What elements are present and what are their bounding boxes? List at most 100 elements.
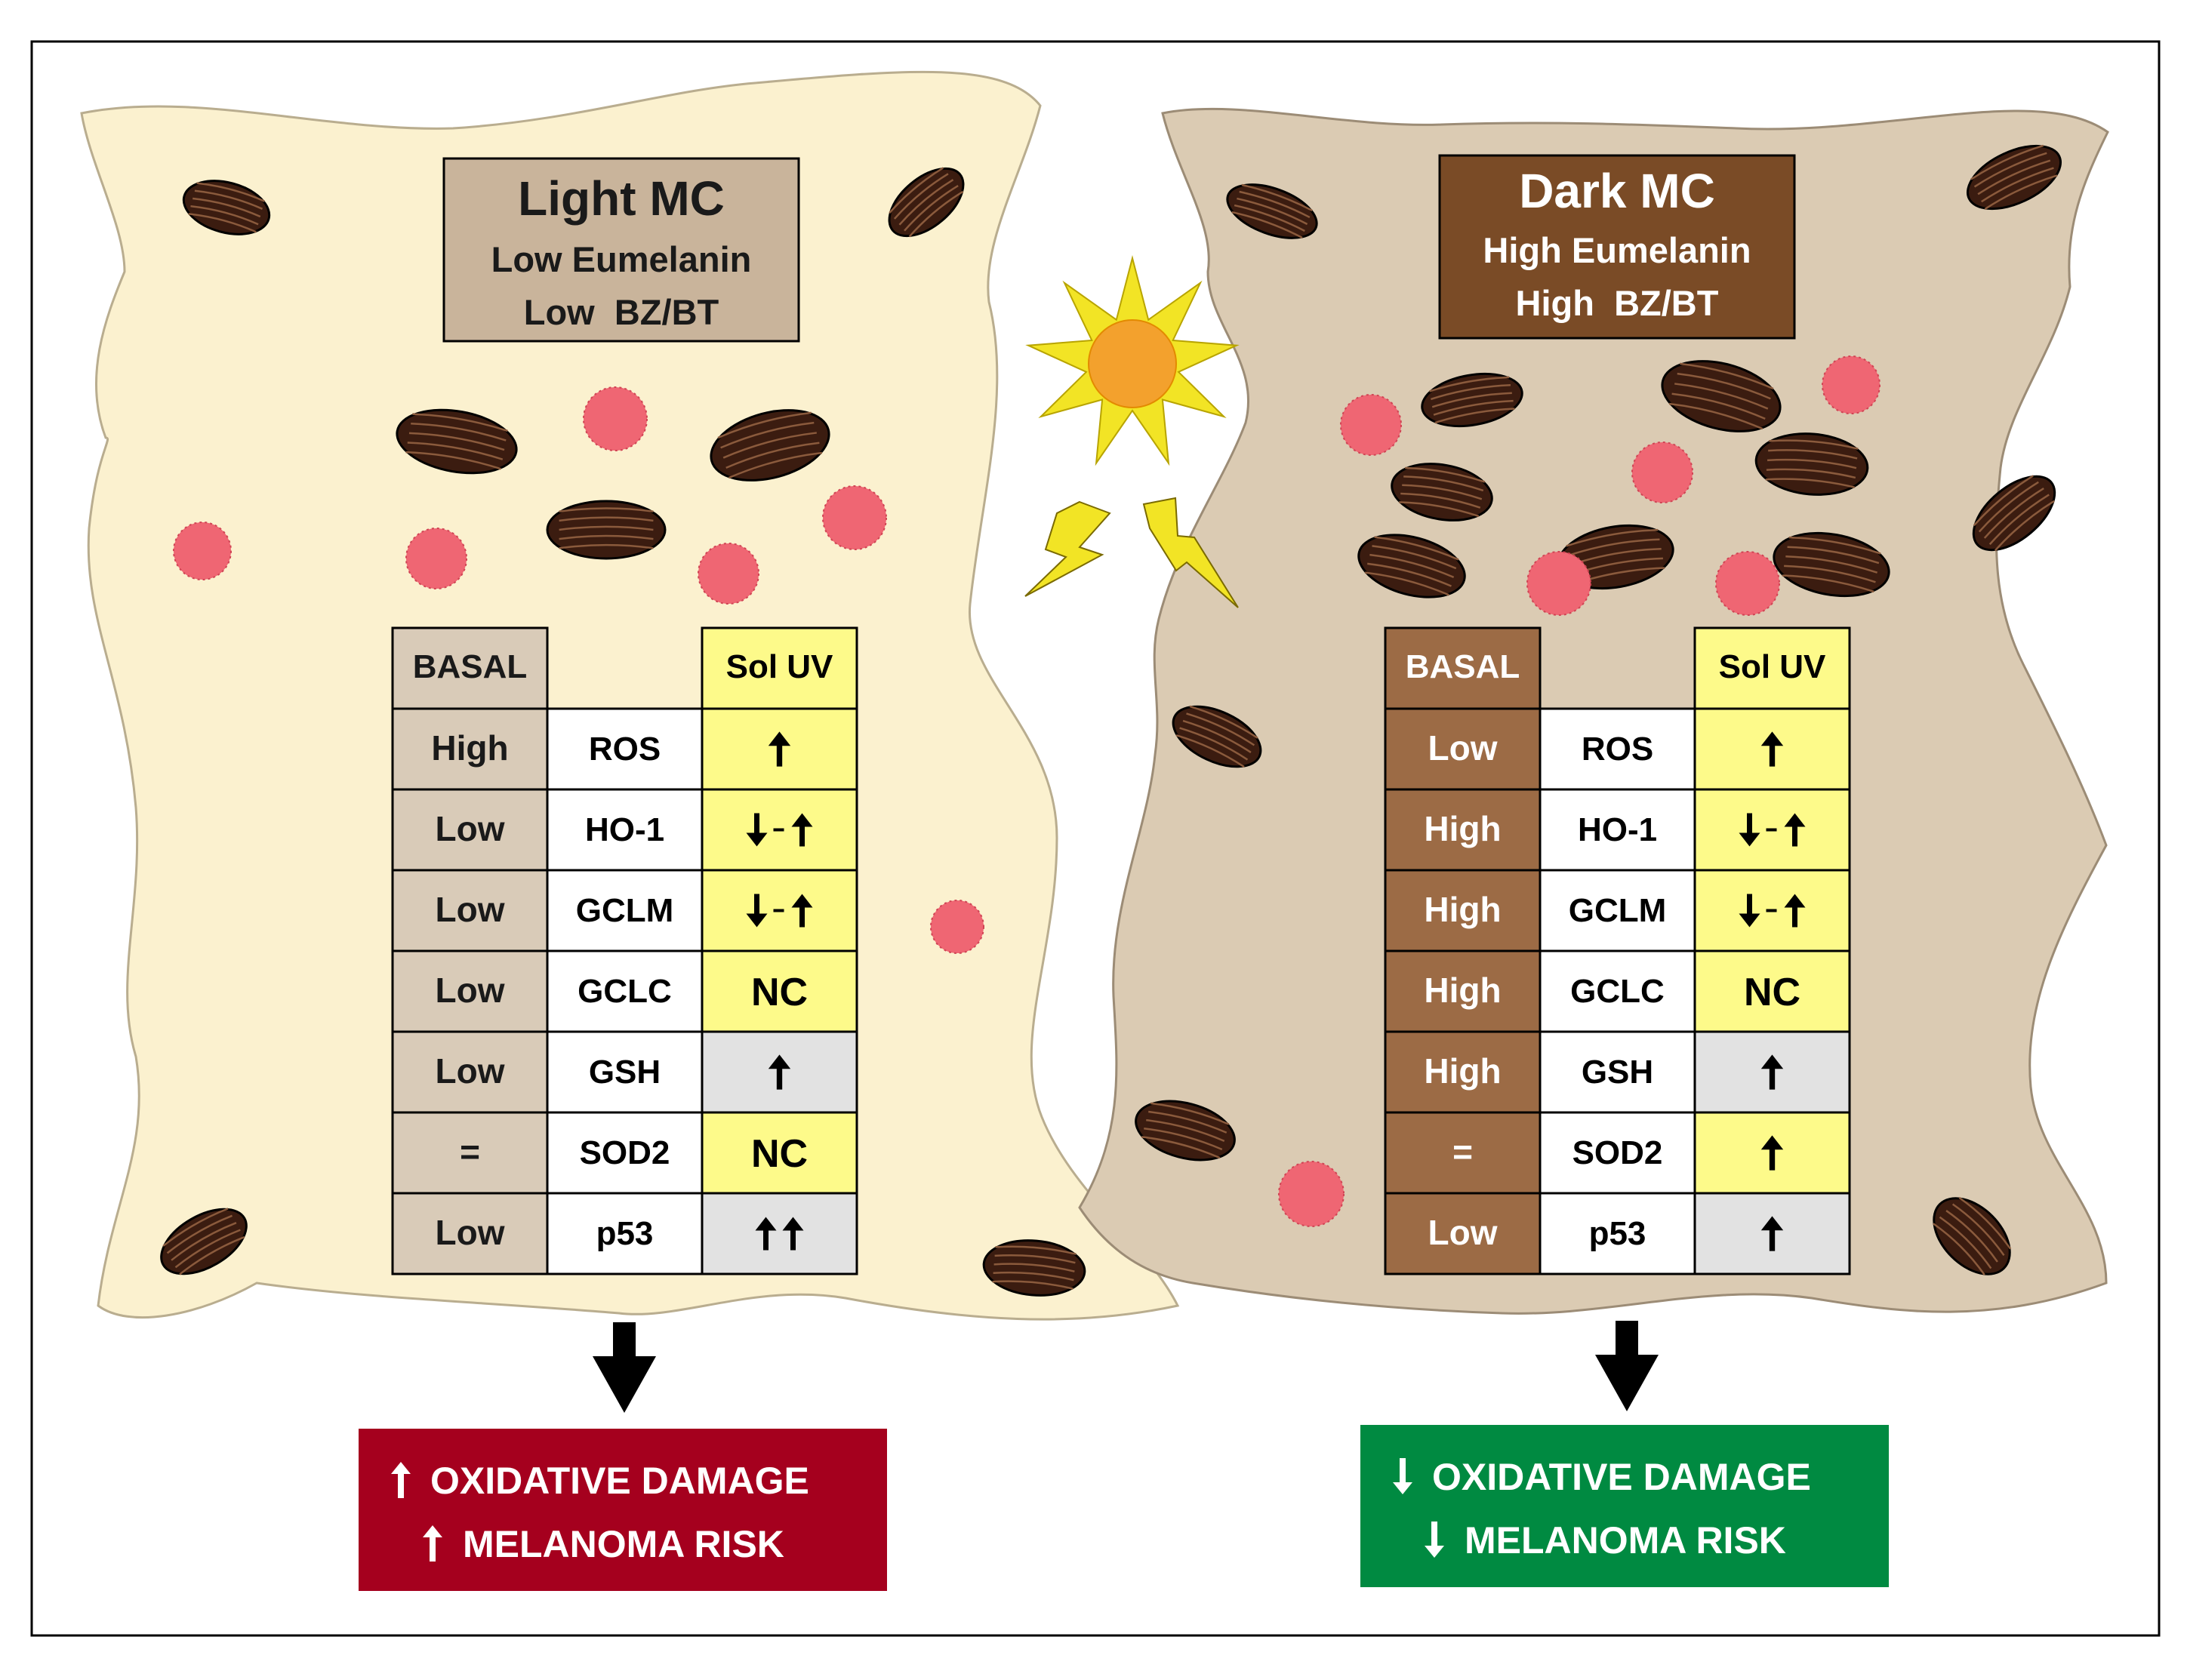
basal-header-cell: BASAL bbox=[1384, 626, 1542, 710]
melanosome-icon bbox=[396, 408, 518, 475]
light-mc-title: Light MC bbox=[518, 171, 725, 226]
marker-name: GCLM bbox=[576, 892, 674, 929]
oxidative-damage-label: OXIDATIVE DAMAGE bbox=[1432, 1456, 1811, 1498]
dark-mc-eumelanin-label: High Eumelanin bbox=[1483, 230, 1751, 270]
lightning-bolt-icon bbox=[1024, 500, 1111, 597]
melanosome-icon bbox=[1754, 432, 1869, 496]
basal-level: Low bbox=[1428, 1213, 1498, 1252]
down-arrow-icon bbox=[1393, 1458, 1412, 1494]
melanosome-icon bbox=[710, 409, 830, 482]
table-row: Low GCLC NC bbox=[391, 949, 858, 1033]
down-up-arrows-icon bbox=[746, 813, 813, 847]
vesicle-icon bbox=[1631, 442, 1693, 503]
vesicle-icon bbox=[173, 522, 232, 580]
table-row: High GSH bbox=[1384, 1030, 1851, 1114]
sun-icon bbox=[1025, 255, 1240, 466]
sol-uv-header-cell: Sol UV bbox=[701, 626, 858, 710]
table-row: Low ROS bbox=[1384, 707, 1851, 791]
marker-name: GSH bbox=[1582, 1054, 1653, 1091]
table-row: = SOD2 NC bbox=[391, 1111, 858, 1195]
up-arrow-icon bbox=[1760, 731, 1784, 767]
marker-name: ROS bbox=[1582, 731, 1653, 768]
vesicle-icon bbox=[583, 386, 648, 451]
melanosome-icon bbox=[1172, 705, 1262, 768]
sol-uv-header: Sol UV bbox=[726, 648, 833, 685]
melanosome-icon bbox=[1972, 475, 2056, 552]
up-arrow-icon bbox=[423, 1525, 442, 1562]
marker-name: ROS bbox=[589, 731, 661, 768]
basal-level: Low bbox=[436, 1051, 505, 1091]
sol-uv-header-cell: Sol UV bbox=[1693, 626, 1851, 710]
basal-level: = bbox=[1452, 1132, 1473, 1171]
melanosome-icon bbox=[160, 1208, 248, 1275]
table-row: Low p53 bbox=[1384, 1192, 1851, 1275]
up-arrow-icon bbox=[768, 731, 791, 767]
vesicle-icon bbox=[405, 528, 467, 589]
melanosome-icon bbox=[1661, 360, 1782, 432]
marker-name: HO-1 bbox=[1578, 811, 1657, 848]
oxidative-damage-label: OXIDATIVE DAMAGE bbox=[430, 1460, 809, 1502]
vesicle-icon bbox=[698, 543, 759, 605]
down-arrow-icon bbox=[593, 1322, 656, 1413]
melanosome-icon bbox=[1421, 372, 1523, 428]
basal-level: High bbox=[1424, 809, 1501, 848]
melanosome-icon bbox=[546, 500, 667, 560]
basal-level: High bbox=[1424, 890, 1501, 929]
melanosome-icon bbox=[1135, 1100, 1236, 1162]
melanosome-icon bbox=[1773, 531, 1890, 598]
down-arrow-icon bbox=[1595, 1321, 1659, 1411]
basal-header: BASAL bbox=[1406, 648, 1520, 685]
light-mc-eumelanin-label: Low Eumelanin bbox=[491, 239, 752, 279]
vesicle-icon bbox=[1278, 1161, 1345, 1227]
down-up-arrows-icon bbox=[1739, 813, 1806, 847]
table-row: High GCLM bbox=[1384, 869, 1851, 952]
vesicle-icon bbox=[1526, 551, 1591, 616]
table-row: High HO-1 bbox=[1384, 788, 1851, 872]
up-arrow-icon bbox=[1760, 1216, 1784, 1251]
basal-level: High bbox=[1424, 1051, 1501, 1091]
marker-name: GCLC bbox=[1570, 973, 1665, 1010]
table-row: = SOD2 bbox=[1384, 1111, 1851, 1195]
basal-header: BASAL bbox=[413, 648, 528, 685]
melanosome-icon bbox=[1391, 463, 1493, 522]
up-arrow-icon bbox=[1760, 1135, 1784, 1171]
lightning-bolt-icon bbox=[1142, 497, 1239, 608]
down-up-arrows-icon bbox=[746, 894, 813, 928]
uv-response-text: NC bbox=[751, 971, 808, 1014]
light-melanocyte-cell bbox=[80, 70, 1180, 1321]
vesicle-icon bbox=[1822, 355, 1881, 414]
uv-response-text: NC bbox=[751, 1132, 808, 1176]
basal-level: = bbox=[460, 1132, 480, 1171]
basal-level: Low bbox=[436, 890, 505, 929]
marker-name: GCLM bbox=[1569, 892, 1667, 929]
melanosome-icon bbox=[1226, 183, 1318, 239]
vesicle-icon bbox=[822, 485, 887, 550]
down-arrow-icon bbox=[1425, 1522, 1444, 1558]
dark-mc-title: Dark MC bbox=[1519, 164, 1715, 218]
up-arrow-icon bbox=[391, 1462, 411, 1498]
melanosome-icon bbox=[182, 180, 271, 235]
marker-name: p53 bbox=[1589, 1215, 1646, 1252]
figure-frame bbox=[30, 40, 2161, 1637]
basal-level: Low bbox=[1428, 728, 1498, 768]
basal-level: Low bbox=[436, 971, 505, 1010]
melanoma-risk-label: MELANOMA RISK bbox=[1465, 1519, 1786, 1562]
melanosome-icon bbox=[1933, 1196, 2012, 1275]
marker-name: SOD2 bbox=[1572, 1134, 1663, 1171]
sol-uv-header: Sol UV bbox=[1719, 648, 1826, 685]
up-arrow-icon bbox=[1760, 1054, 1784, 1090]
marker-name: GCLC bbox=[578, 973, 672, 1010]
decreased-risk-box: OXIDATIVE DAMAGE MELANOMA RISK bbox=[1360, 1425, 1889, 1587]
basal-level: High bbox=[1424, 971, 1501, 1010]
marker-name: SOD2 bbox=[580, 1134, 670, 1171]
table-row: Low GCLM bbox=[391, 869, 858, 952]
